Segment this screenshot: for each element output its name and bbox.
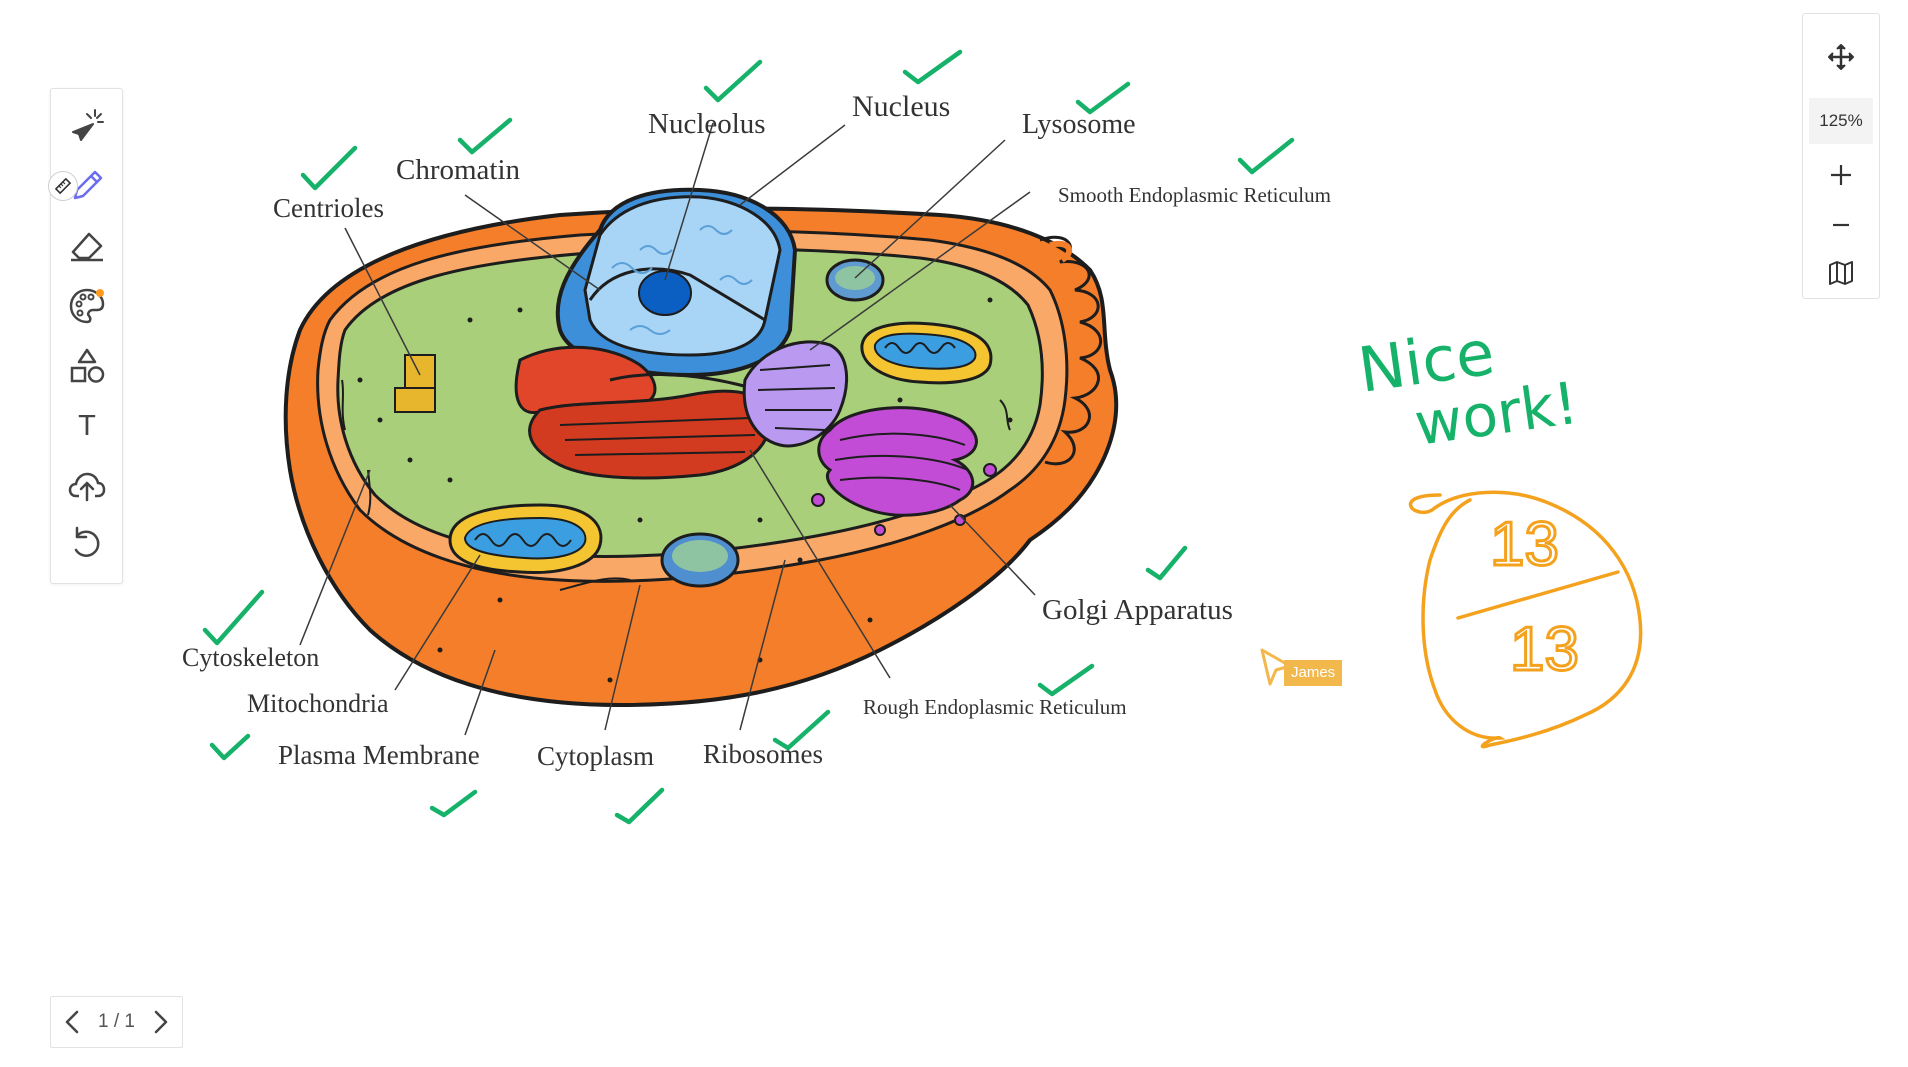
- score-numerator: 13: [1490, 510, 1559, 579]
- pen-tool[interactable]: [48, 163, 110, 209]
- palette-notification-dot: [96, 289, 104, 297]
- page-separator: /: [113, 1011, 120, 1032]
- golgi-shape: [811, 406, 997, 536]
- check-mark-icon: [1075, 81, 1131, 115]
- label-golgi: Golgi Apparatus: [1042, 594, 1233, 626]
- laser-pointer-tool[interactable]: [64, 103, 110, 149]
- leader-lines: [299, 122, 1036, 736]
- zoom-in-button[interactable]: [1803, 150, 1879, 200]
- collaborator-cursor-icon: [1260, 648, 1292, 686]
- zoom-level[interactable]: 125%: [1809, 98, 1873, 144]
- laser-pointer-icon: [72, 109, 104, 141]
- previous-page-button[interactable]: [61, 1007, 83, 1037]
- check-mark-icon: [902, 49, 963, 85]
- undo-icon: [74, 526, 100, 557]
- text-icon: T: [78, 409, 96, 442]
- zoom-out-button[interactable]: [1803, 200, 1879, 250]
- plus-icon: [1831, 165, 1851, 185]
- cell-illustration: [283, 187, 1119, 708]
- next-page-button[interactable]: [150, 1007, 172, 1037]
- score-annotation: [1408, 490, 1643, 749]
- current-page: 1: [98, 1011, 109, 1032]
- check-mark-icon: [703, 59, 763, 103]
- page-indicator: 1 / 1: [98, 1011, 135, 1033]
- collaborator-name-tag: James: [1284, 660, 1343, 686]
- shapes-tool[interactable]: [64, 343, 110, 389]
- check-mark-icon: [614, 787, 665, 825]
- label-ribosomes: Ribosomes: [703, 739, 823, 769]
- score-fraction-bar: [1456, 570, 1620, 620]
- minus-icon: [1833, 223, 1849, 227]
- nucleus-shape: [555, 187, 798, 378]
- diagram-labels: Nucleolus Nucleus Lysosome Chromatin Cen…: [182, 90, 1331, 771]
- check-mark-icon: [429, 789, 478, 818]
- check-marks: [202, 49, 1295, 825]
- score-circle: [1408, 490, 1643, 749]
- eraser-tool[interactable]: [64, 223, 110, 269]
- mitochondrion-shape-left: [448, 503, 603, 575]
- move-arrows-icon: [1828, 44, 1854, 70]
- label-mitochondria: Mitochondria: [247, 689, 389, 718]
- page-navigator: 1 / 1: [50, 996, 183, 1048]
- left-toolbar: T: [48, 88, 123, 584]
- check-mark-icon: [457, 117, 513, 155]
- label-rough-er: Rough Endoplasmic Reticulum: [863, 695, 1127, 719]
- chevron-right-icon: [154, 1010, 168, 1034]
- color-palette-tool[interactable]: [64, 283, 110, 329]
- ruler-icon: [54, 177, 72, 195]
- label-nucleolus: Nucleolus: [648, 108, 766, 140]
- label-lysosome: Lysosome: [1022, 109, 1136, 140]
- label-centrioles: Centrioles: [273, 193, 384, 223]
- pan-button[interactable]: [1803, 32, 1879, 82]
- shapes-icon: [70, 348, 105, 383]
- minimap-button[interactable]: [1803, 248, 1879, 298]
- text-tool[interactable]: T: [64, 403, 110, 449]
- map-icon: [1829, 261, 1853, 285]
- rough-er-shape: [514, 345, 784, 480]
- check-mark-icon: [1145, 545, 1188, 581]
- score-denominator: 13: [1510, 615, 1579, 684]
- cloud-upload-icon: [68, 472, 106, 502]
- label-nucleus: Nucleus: [852, 90, 950, 123]
- label-smooth-er: Smooth Endoplasmic Reticulum: [1058, 183, 1331, 207]
- upload-tool[interactable]: [64, 463, 110, 509]
- ruler-badge[interactable]: [48, 171, 78, 201]
- check-mark-icon: [772, 709, 831, 751]
- check-mark-icon: [202, 589, 265, 646]
- view-controls: 125%: [1802, 13, 1880, 299]
- palette-icon: [69, 288, 105, 324]
- label-chromatin: Chromatin: [396, 154, 521, 186]
- check-mark-icon: [1237, 137, 1295, 175]
- label-cytoskeleton: Cytoskeleton: [182, 643, 319, 672]
- check-mark-icon: [209, 733, 251, 761]
- undo-tool[interactable]: [64, 521, 110, 567]
- mitochondrion-shape-right: [860, 321, 993, 385]
- total-pages: 1: [124, 1011, 135, 1032]
- eraser-icon: [71, 232, 103, 262]
- smooth-er-shape: [742, 340, 849, 448]
- check-mark-icon: [300, 145, 358, 191]
- chevron-left-icon: [65, 1010, 79, 1034]
- label-plasma-membrane: Plasma Membrane: [278, 740, 480, 770]
- check-mark-icon: [1037, 663, 1095, 697]
- label-cytoplasm: Cytoplasm: [537, 741, 654, 771]
